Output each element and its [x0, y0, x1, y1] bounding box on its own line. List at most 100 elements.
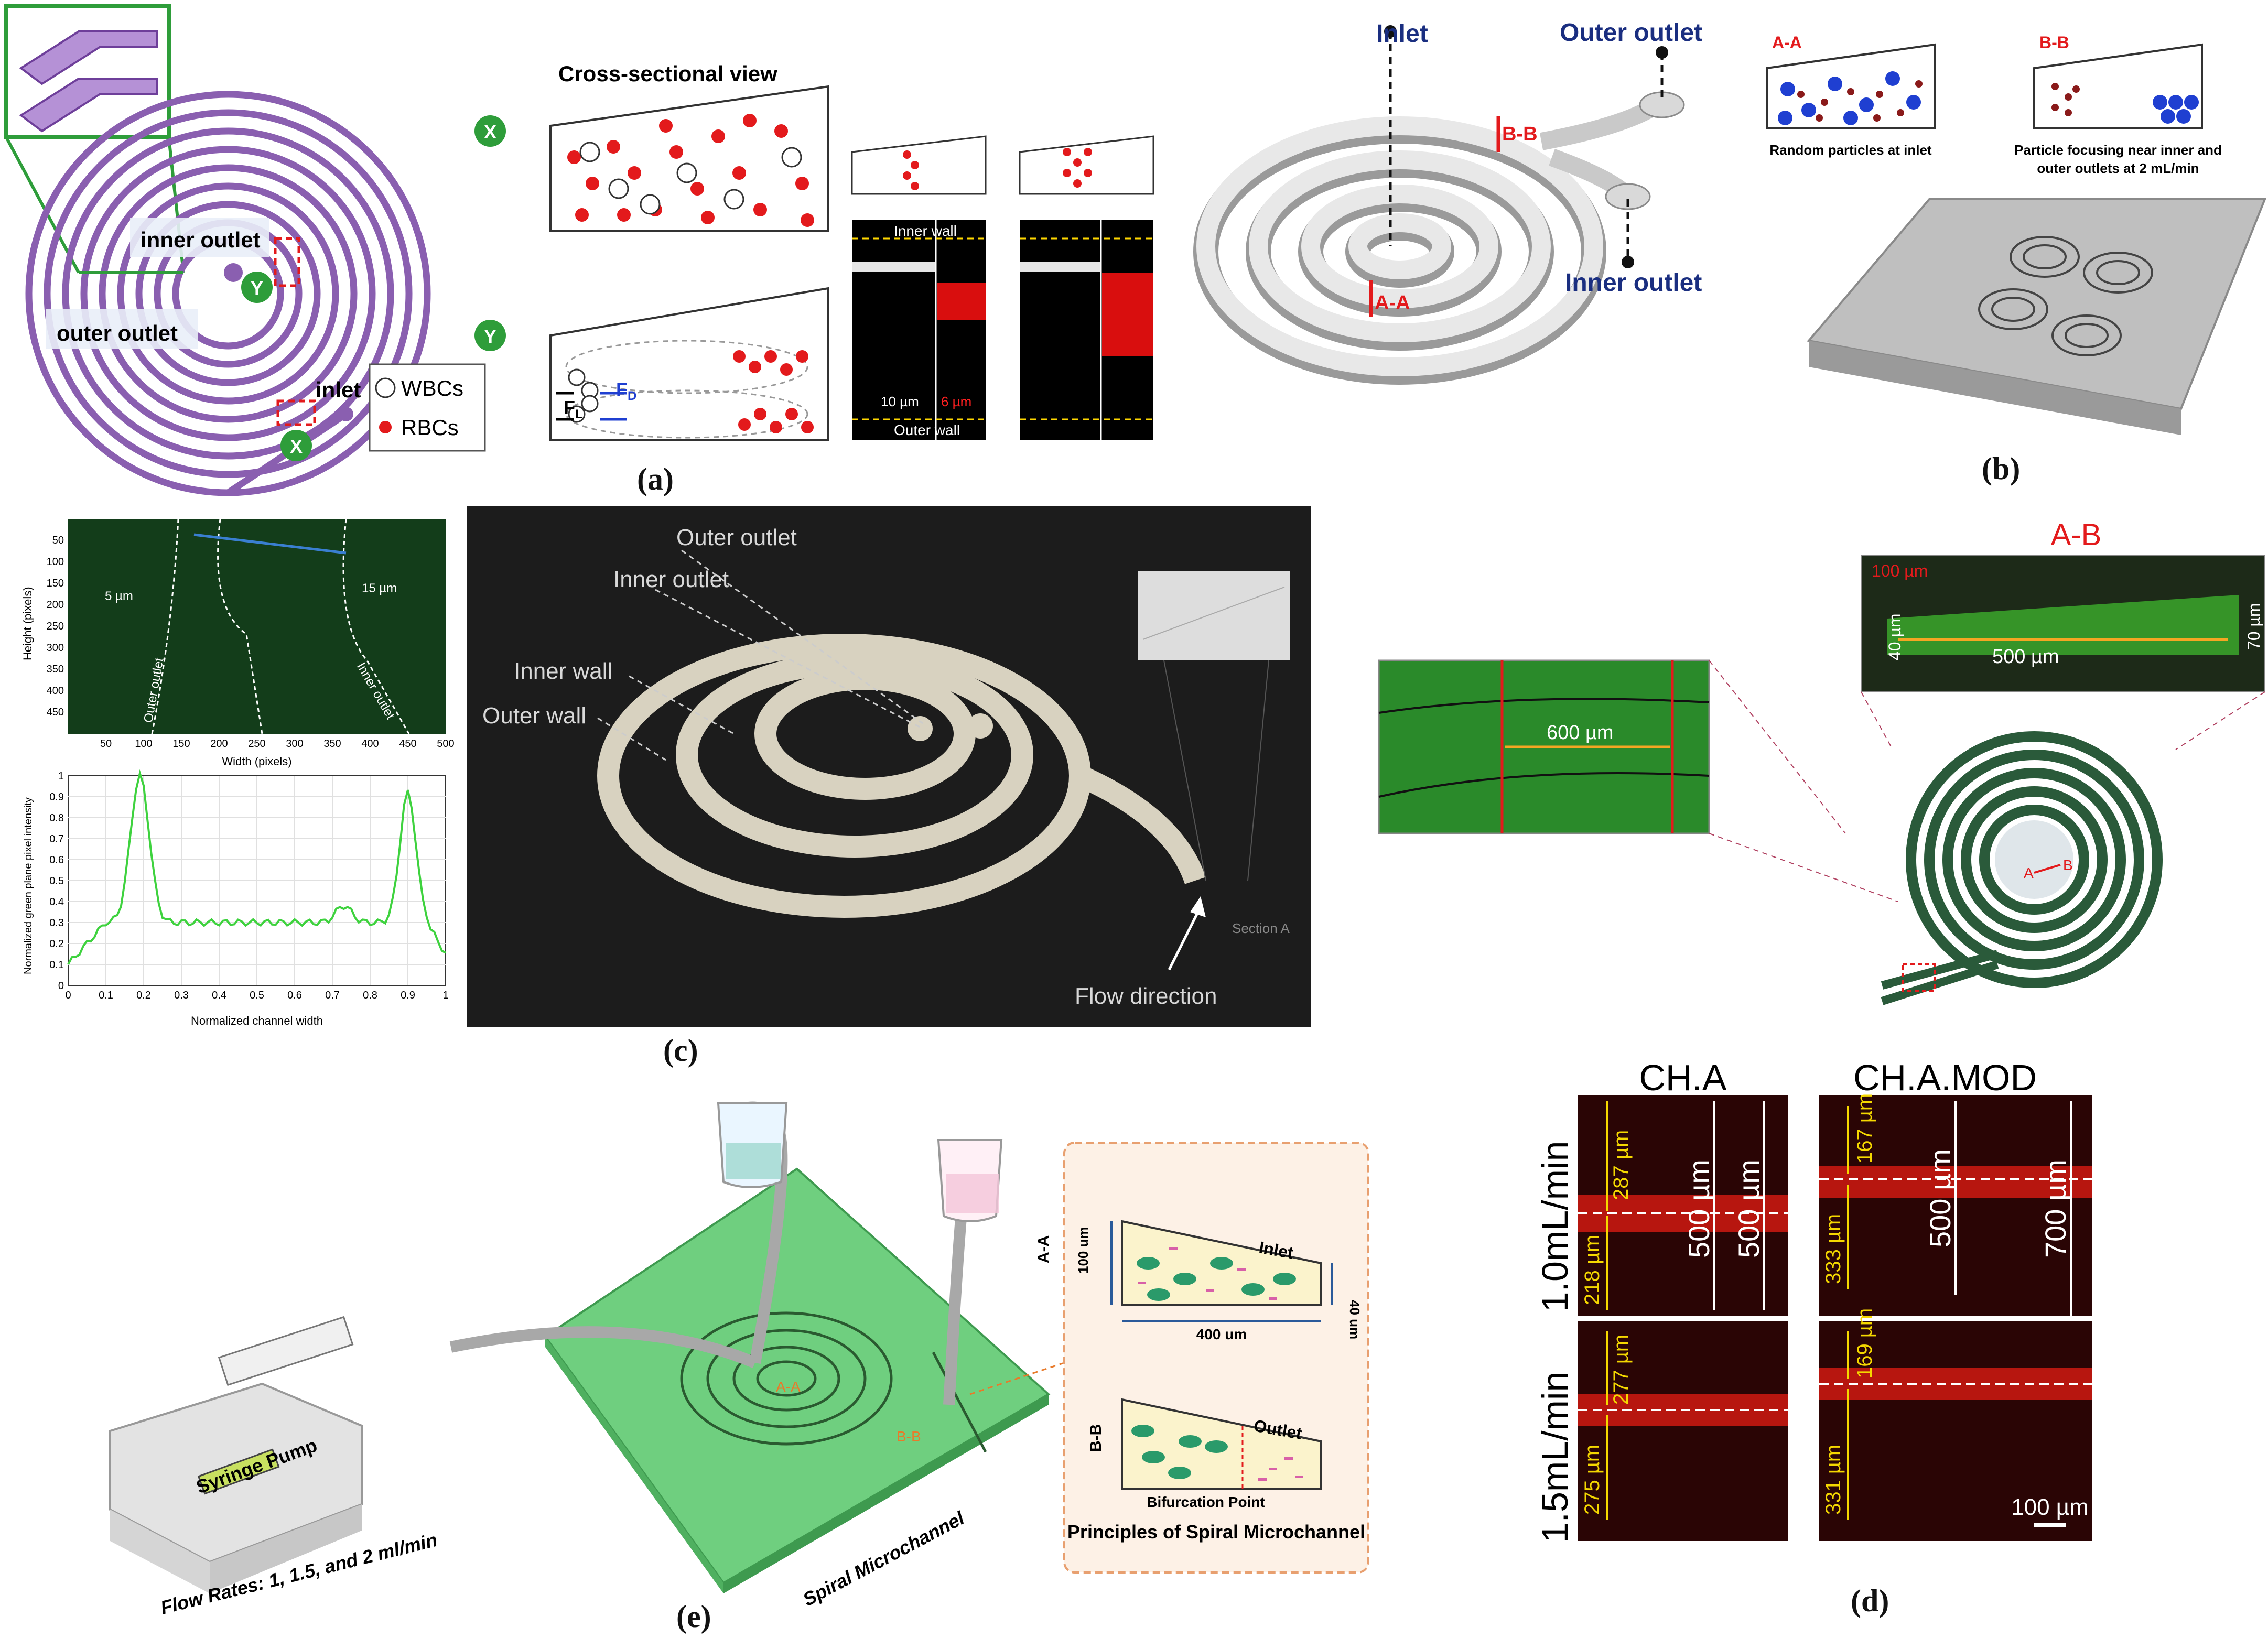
small-cross-2	[1019, 135, 1154, 195]
plot-y-label: Normalized green plane pixel intensity	[23, 797, 34, 974]
purple-spiral	[25, 91, 431, 496]
tick-label: 350	[323, 738, 341, 750]
panel-b-label: (b)	[1982, 451, 2021, 486]
panel-d-graphic: CH.A CH.A.MOD 1.0mL/min 1.5mL/min 287 µm…	[1535, 1057, 2092, 1543]
tick-label: 0.8	[49, 812, 64, 824]
tick-label: 0.5	[250, 990, 264, 1001]
tick-label: 350	[47, 664, 64, 675]
tick-label: 300	[47, 642, 64, 654]
tick-label: 0.9	[49, 791, 64, 803]
badge-x	[280, 430, 312, 461]
tick-label: 0.4	[49, 896, 64, 908]
inner-outlet-port	[1605, 183, 1651, 210]
fl-label: FL	[564, 397, 583, 421]
micro-r2c1	[1578, 1321, 1788, 1541]
principles-title: Principles of Spiral Microchannel	[1067, 1521, 1365, 1543]
row-1-5: 1.5mL/min	[1535, 1372, 1575, 1543]
ab-title: A-B	[2051, 518, 2102, 552]
dim-40um-e: 40 um	[1347, 1300, 1363, 1339]
cross-section-y	[549, 287, 829, 441]
aa-title: A-A	[1772, 33, 1802, 52]
tick-label: 150	[47, 578, 64, 589]
inner-outlet-label: inner outlet	[141, 227, 261, 252]
tick-label: 250	[47, 621, 64, 632]
dim-70um: 70 µm	[2244, 603, 2263, 650]
fluor-image-1	[852, 220, 986, 440]
dim-5um: 5 µm	[105, 589, 133, 603]
r1c2-w2: 700 µm	[2039, 1159, 2072, 1258]
rbc-scatter	[567, 114, 814, 227]
beige-spiral	[597, 634, 1091, 918]
dim-600um: 600 µm	[1547, 722, 1614, 744]
tick-label: 0.7	[325, 990, 340, 1001]
fd-label: FD	[616, 378, 636, 403]
wbc-legend-icon	[375, 377, 396, 398]
principles-aa: A-A	[1035, 1235, 1052, 1263]
render-inner-outlet: Inner outlet	[613, 567, 729, 592]
outer-outlet-label: outer outlet	[57, 321, 178, 345]
r1c1-w1: 500 µm	[1682, 1159, 1715, 1258]
dim-500um: 500 µm	[1992, 646, 2059, 668]
bifurcation-label: Bifurcation Point	[1147, 1494, 1265, 1510]
render-outer-outlet: Outer outlet	[676, 525, 797, 550]
panel-a: inner outlet outer outlet inlet Y X WBCs…	[0, 0, 1185, 503]
fluor-outer-wall: Outer wall	[894, 422, 960, 438]
tick-label: 0.2	[49, 938, 64, 950]
inlet-tube	[449, 1326, 758, 1369]
render-inner-wall: Inner wall	[514, 658, 612, 684]
render-outer-wall: Outer wall	[482, 703, 586, 729]
micro-r2c2	[1819, 1321, 2092, 1541]
syringe	[218, 1316, 354, 1386]
tick-label: 450	[399, 738, 416, 750]
fluor-inner-wall: Inner wall	[894, 223, 957, 239]
panel-d: CH.A CH.A.MOD 1.0mL/min 1.5mL/min 287 µm…	[1520, 1048, 2268, 1646]
r2c1-bot: 275 µm	[1581, 1445, 1604, 1515]
tick-label: 400	[47, 685, 64, 697]
r1c1-w2: 500 µm	[1732, 1159, 1765, 1258]
tick-label: 0.9	[401, 990, 415, 1001]
badge-y-text: Y	[251, 277, 263, 299]
spiral-b: B	[2063, 857, 2073, 873]
r2c1-top: 277 µm	[1610, 1335, 1633, 1405]
panel-e: Syringe Pump Flow Rates: 1, 1.5, and 2 m…	[0, 1090, 1520, 1646]
tick-label: 150	[172, 738, 190, 750]
r2c2-top: 169 µm	[1853, 1308, 1876, 1379]
plot-x-label: Normalized channel width	[191, 1014, 323, 1027]
cross-badge-y: Y	[484, 326, 496, 347]
panel-c: 5 µm 15 µm Outer outlet Inner outlet Hei…	[0, 503, 2268, 1090]
region-y-box	[274, 237, 300, 287]
e-section-bb: B-B	[897, 1428, 921, 1445]
tick-label: 0.8	[363, 990, 377, 1001]
render-section-a: Section A	[1232, 920, 1290, 936]
tick-label: 450	[47, 707, 64, 718]
plot-y-ticks: 00.10.20.30.40.50.60.70.80.91	[49, 771, 64, 992]
bb-title: B-B	[2039, 33, 2069, 52]
panel-a-graphic: inner outlet outer outlet inlet Y X WBCs…	[4, 4, 1154, 496]
tick-label: 0.3	[174, 990, 189, 1001]
col-ch-a-mod: CH.A.MOD	[1853, 1057, 2037, 1098]
tick-label: 1	[58, 771, 64, 782]
r1c2-top: 167 µm	[1853, 1093, 1876, 1164]
tick-label: 50	[100, 738, 112, 750]
panel-b: Inlet Outer outlet Inner outlet B-B A-A …	[1174, 0, 2268, 503]
panel-e-graphic: Syringe Pump Flow Rates: 1, 1.5, and 2 m…	[109, 1101, 1369, 1619]
panel-c-graphic: 5 µm 15 µm Outer outlet Inner outlet Hei…	[21, 506, 2265, 1027]
row-1-0: 1.0mL/min	[1535, 1141, 1575, 1312]
panel-e-label: (e)	[676, 1599, 711, 1634]
green-chip	[544, 1167, 1051, 1585]
r2c2-bot: 331 µm	[1822, 1445, 1845, 1515]
r1c2-bot: 333 µm	[1822, 1214, 1845, 1284]
tick-label: 0.1	[49, 959, 64, 971]
heat-y-label: Height (pixels)	[21, 587, 34, 660]
section-a-inset	[1138, 571, 1290, 660]
col-ch-a: CH.A	[1639, 1057, 1727, 1098]
badge-y	[241, 272, 273, 303]
dim-400um-e: 400 um	[1196, 1326, 1247, 1342]
panel-c-label: (c)	[663, 1033, 698, 1068]
b-section-aa: A-A	[1375, 292, 1410, 314]
bb-caption-1: Particle focusing near inner and	[2014, 142, 2222, 158]
heat-x-label: Width (pixels)	[222, 755, 291, 768]
channel-bar-icon	[19, 30, 158, 85]
tick-label: 0.3	[49, 917, 64, 929]
